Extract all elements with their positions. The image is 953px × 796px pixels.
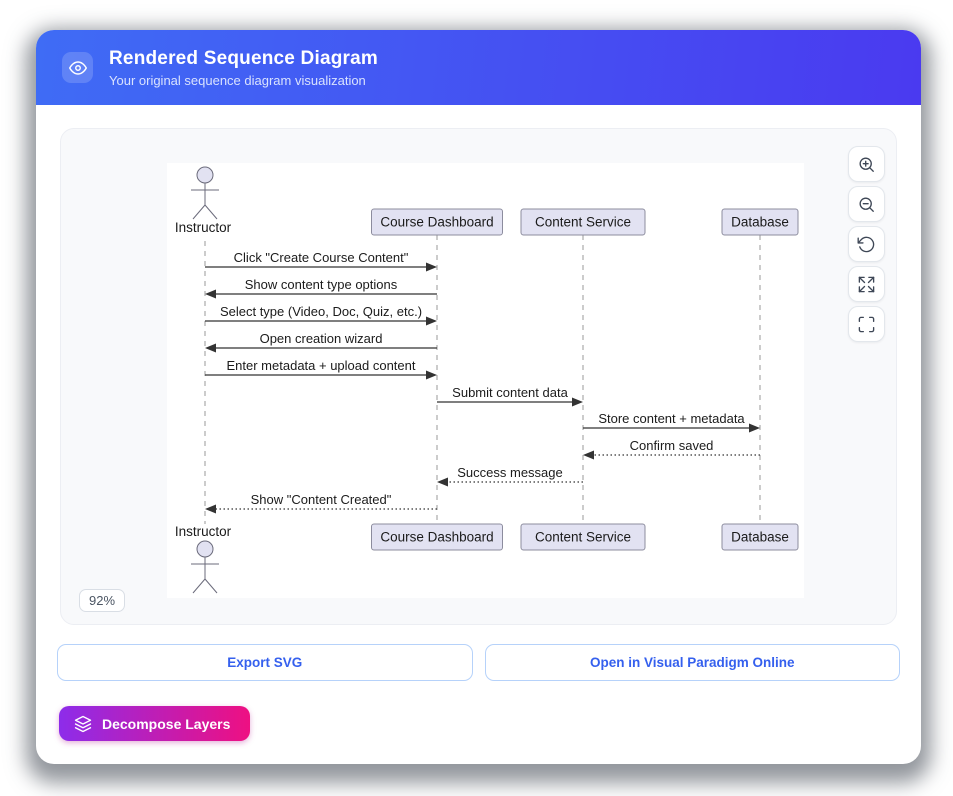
- eye-icon: [62, 52, 93, 83]
- svg-text:Store content + metadata: Store content + metadata: [598, 411, 745, 426]
- card-header: Rendered Sequence Diagram Your original …: [36, 30, 921, 105]
- export-svg-button[interactable]: Export SVG: [57, 644, 473, 681]
- expand-button[interactable]: [848, 266, 885, 302]
- svg-text:Show "Content Created": Show "Content Created": [251, 492, 392, 507]
- svg-text:Database: Database: [731, 530, 789, 545]
- zoom-in-icon: [859, 156, 874, 172]
- page-subtitle: Your original sequence diagram visualiza…: [109, 72, 366, 88]
- svg-text:Course Dashboard: Course Dashboard: [380, 215, 493, 230]
- open-visual-paradigm-button[interactable]: Open in Visual Paradigm Online: [484, 644, 900, 681]
- rotate-ccw-icon: [857, 236, 875, 252]
- decompose-layers-label: Decompose Layers: [102, 715, 231, 732]
- svg-text:Enter metadata + upload conten: Enter metadata + upload content: [227, 358, 416, 373]
- zoom-in-button[interactable]: [848, 146, 885, 182]
- svg-text:Content Service: Content Service: [535, 215, 631, 230]
- zoom-out-button[interactable]: [848, 186, 885, 222]
- layers-icon: [74, 715, 92, 732]
- svg-text:Select type (Video, Doc, Quiz,: Select type (Video, Doc, Quiz, etc.): [220, 304, 422, 319]
- svg-text:Show content type options: Show content type options: [245, 277, 398, 292]
- svg-text:Click "Create Course Content": Click "Create Course Content": [234, 250, 409, 265]
- page-title: Rendered Sequence Diagram: [109, 47, 378, 69]
- svg-text:Open creation wizard: Open creation wizard: [260, 331, 383, 346]
- zoom-out-icon: [859, 196, 874, 212]
- svg-text:Submit content data: Submit content data: [452, 385, 568, 400]
- fullscreen-button[interactable]: [848, 306, 885, 342]
- zoom-level-badge: 92%: [79, 589, 126, 612]
- svg-text:Confirm saved: Confirm saved: [630, 438, 714, 453]
- decompose-layers-button[interactable]: Decompose Layers: [59, 706, 251, 741]
- svg-text:Content Service: Content Service: [535, 530, 631, 545]
- svg-text:Database: Database: [731, 215, 789, 230]
- svg-text:Course Dashboard: Course Dashboard: [380, 530, 493, 545]
- expand-arrows-icon: [858, 276, 875, 292]
- reset-view-button[interactable]: [848, 226, 885, 262]
- viewer-controls: [848, 146, 885, 342]
- svg-text:Instructor: Instructor: [175, 524, 232, 539]
- fullscreen-brackets-icon: [858, 316, 875, 332]
- action-buttons-row: Export SVG Open in Visual Paradigm Onlin…: [57, 644, 900, 681]
- viewer-card: Rendered Sequence Diagram Your original …: [36, 30, 921, 764]
- svg-text:Instructor: Instructor: [175, 220, 232, 235]
- svg-text:Success message: Success message: [457, 465, 563, 480]
